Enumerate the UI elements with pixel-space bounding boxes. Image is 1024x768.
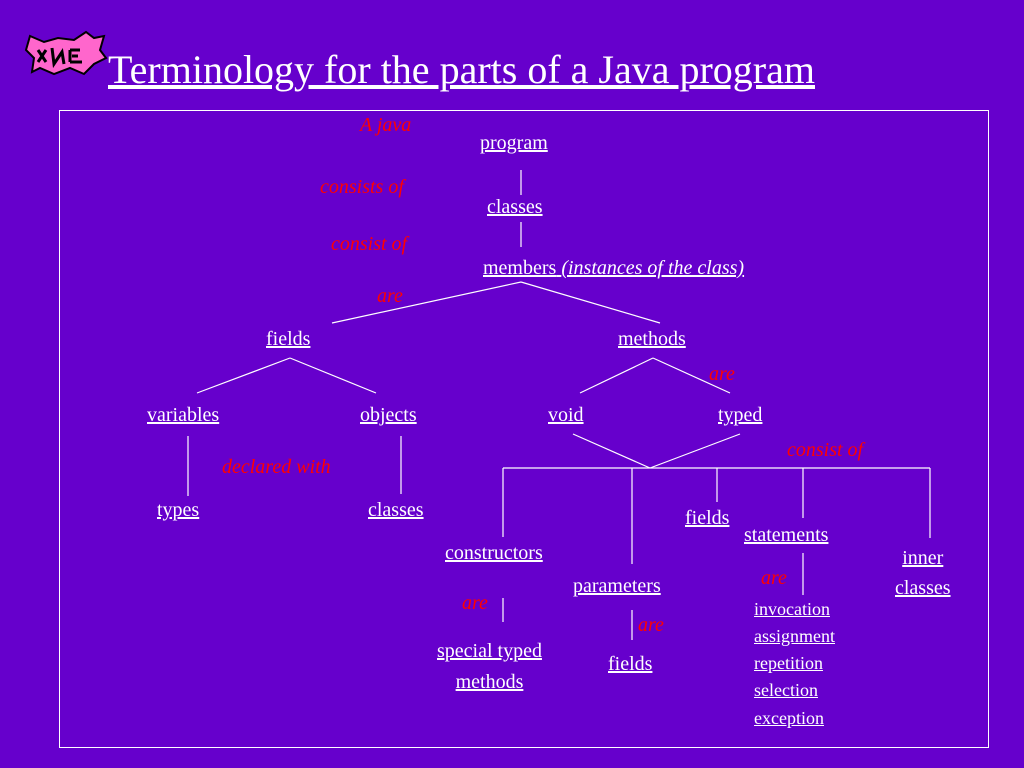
node-special-typed-methods: special typed methods	[437, 636, 542, 698]
diagram-frame	[59, 110, 989, 748]
cat-logo-icon	[24, 28, 110, 85]
node-parameters: parameters	[573, 575, 661, 597]
relation-consist-of: consist of	[331, 233, 408, 255]
special-typed-methods-line2: methods	[455, 671, 524, 693]
relation-members-are: are	[377, 285, 403, 307]
node-fields: fields	[266, 328, 311, 350]
node-method-fields: fields	[685, 507, 730, 529]
node-object-classes: classes	[368, 499, 424, 521]
relation-constructors-are: are	[462, 592, 488, 614]
inner-classes-line1: inner	[902, 547, 944, 569]
node-variables: variables	[147, 404, 220, 426]
page-title: Terminology for the parts of a Java prog…	[108, 47, 815, 92]
node-types: types	[157, 499, 200, 521]
node-statements: statements	[744, 524, 829, 546]
relation-consists-of: consists of	[320, 176, 404, 198]
relation-statements-are: are	[761, 567, 787, 589]
node-classes: classes	[487, 196, 543, 218]
members-note: (instances of the class)	[561, 257, 745, 279]
statement-kind-assignment: assignment	[754, 626, 835, 646]
node-objects: objects	[360, 404, 417, 426]
node-program: program	[480, 132, 548, 154]
relation-declared-with: declared with	[222, 456, 331, 478]
node-inner-classes: inner classes	[895, 543, 951, 603]
node-methods: methods	[618, 328, 686, 350]
relation-methods-are: are	[709, 363, 735, 385]
statement-kind-invocation: invocation	[754, 599, 830, 619]
inner-classes-line2: classes	[895, 577, 951, 599]
statement-kind-repetition: repetition	[754, 653, 823, 673]
special-typed-methods-line1: special typed	[437, 640, 542, 662]
relation-parameters-are: are	[638, 614, 664, 636]
node-constructors: constructors	[445, 542, 543, 564]
node-members: members (instances of the class)	[483, 258, 744, 278]
node-typed: typed	[718, 404, 763, 426]
statement-kind-selection: selection	[754, 680, 818, 700]
members-label: members	[483, 257, 557, 279]
relation-typed-consist-of: consist of	[787, 439, 864, 461]
node-void: void	[548, 404, 584, 426]
node-param-fields: fields	[608, 653, 653, 675]
relation-a-java: A java	[360, 114, 412, 136]
statement-kind-exception: exception	[754, 708, 824, 728]
